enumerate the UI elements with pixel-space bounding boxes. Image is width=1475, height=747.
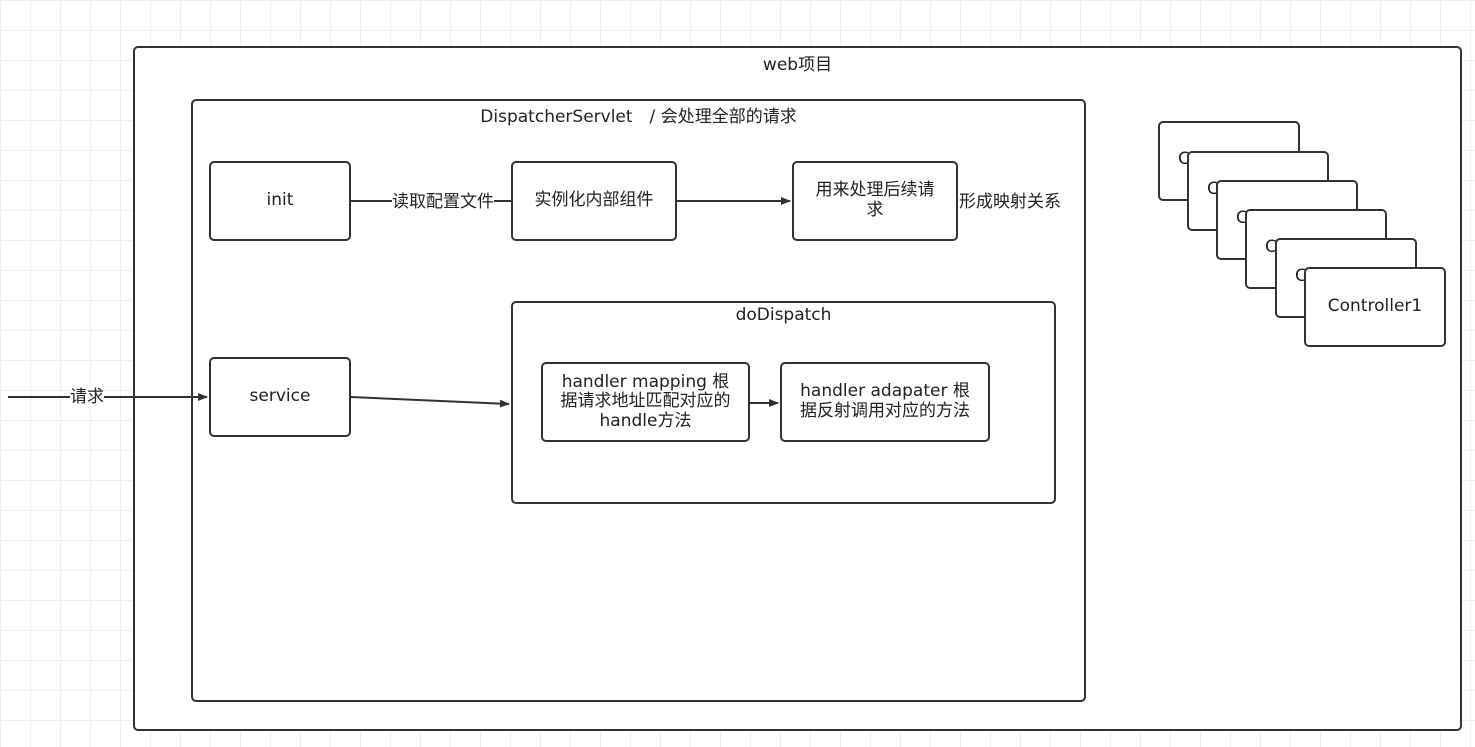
controller-card-back-2-label: C — [1265, 237, 1277, 257]
dispatcher-servlet-title: DispatcherServlet / 会处理全部的请求 — [480, 107, 797, 127]
init-label: init — [266, 190, 294, 211]
controller-front-label: Controller1 — [1327, 296, 1423, 317]
instantiate-components-node: 实例化内部组件 — [511, 161, 677, 241]
service-node: service — [209, 357, 351, 437]
read-config-label: 读取配置文件 — [392, 191, 494, 213]
do-dispatch-title: doDispatch — [735, 305, 832, 325]
controller-card-back-4-label: C — [1207, 179, 1219, 199]
controller-card-back-3-label: C — [1236, 208, 1248, 228]
request-label: 请求 — [70, 386, 104, 408]
web-project-title: web项目 — [762, 55, 833, 75]
handler-adapter-node: handler adapater 根据反射调用对应的方法 — [780, 362, 990, 442]
handler-mapping-node: handler mapping 根据请求地址匹配对应的handle方法 — [541, 362, 750, 442]
handler-adapter-label: handler adapater 根据反射调用对应的方法 — [800, 381, 970, 421]
mapping-relation-label: 形成映射关系 — [959, 192, 1061, 212]
handler-mapping-label: handler mapping 根据请求地址匹配对应的handle方法 — [560, 371, 731, 431]
instantiate-components-label: 实例化内部组件 — [534, 190, 654, 211]
controller-card-back-5-label: C — [1178, 149, 1190, 169]
process-requests-node: 用来处理后续请求 — [792, 161, 958, 241]
service-label: service — [249, 386, 311, 407]
controller-card-front: Controller1 — [1304, 267, 1446, 347]
edge-service-to-dodispatch — [350, 396, 510, 408]
controller-card-back-1-label: C — [1295, 266, 1307, 286]
process-requests-label: 用来处理后续请求 — [815, 180, 935, 220]
init-node: init — [209, 161, 351, 241]
